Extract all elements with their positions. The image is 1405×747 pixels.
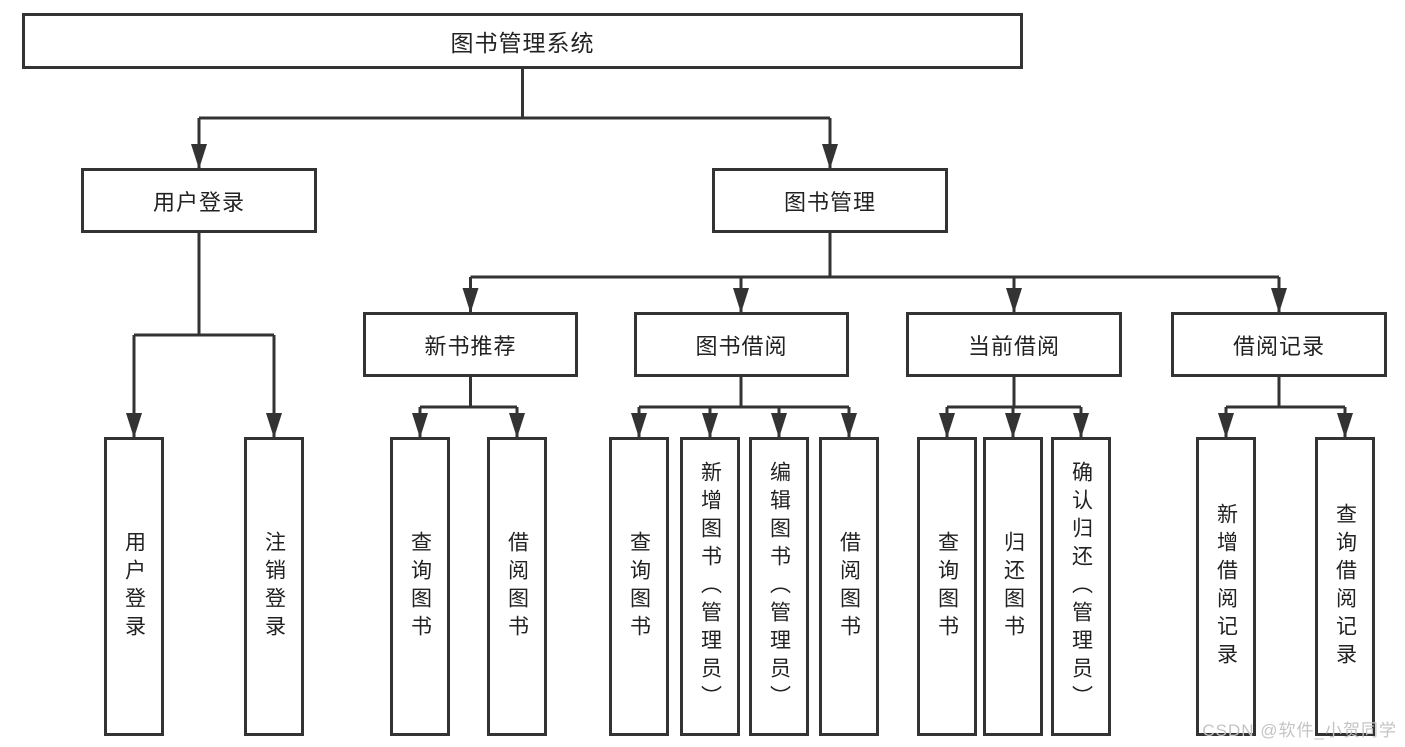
node-borrowing-records: 借阅记录 — [1171, 312, 1387, 377]
leaf-label: 查询借阅记录 — [1333, 502, 1357, 671]
leaf-records-add-record: 新增借阅记录 — [1196, 437, 1256, 736]
node-label: 用户登录 — [152, 189, 245, 215]
node-book-borrowing: 图书借阅 — [634, 312, 849, 377]
node-label: 图书借阅 — [695, 333, 788, 359]
leaf-newbook-borrow-books: 借阅图书 — [487, 437, 547, 736]
leaf-borrow-query-books: 查询图书 — [609, 437, 669, 736]
leaf-label: 查询图书 — [627, 530, 651, 643]
node-book-management: 图书管理 — [712, 168, 948, 233]
csdn-watermark: CSDN @软件_小贺同学 — [1202, 721, 1397, 740]
leaf-label: 查询图书 — [408, 530, 432, 643]
leaf-label: 归还图书 — [1001, 530, 1025, 643]
node-label: 图书管理系统 — [450, 30, 595, 56]
node-label: 借阅记录 — [1232, 333, 1325, 359]
leaf-borrow-borrow-books: 借阅图书 — [819, 437, 879, 736]
leaf-current-confirm-return-admin: 确认归还（管理员） — [1051, 437, 1111, 736]
leaf-label: 借阅图书 — [505, 530, 529, 643]
leaf-label: 用户登录 — [122, 530, 146, 643]
node-new-book-recommend: 新书推荐 — [363, 312, 578, 377]
node-label: 图书管理 — [783, 189, 876, 215]
leaf-label: 查询图书 — [935, 530, 959, 643]
leaf-current-query-books: 查询图书 — [917, 437, 977, 736]
leaf-borrow-add-books-admin: 新增图书（管理员） — [680, 437, 740, 736]
node-label: 当前借阅 — [967, 333, 1060, 359]
leaf-label: 新增借阅记录 — [1214, 502, 1238, 671]
node-user-login: 用户登录 — [81, 168, 317, 233]
leaf-newbook-query-books: 查询图书 — [390, 437, 450, 736]
leaf-label: 借阅图书 — [837, 530, 861, 643]
leaf-current-return-books: 归还图书 — [983, 437, 1043, 736]
leaf-logout: 注销登录 — [244, 437, 304, 736]
leaf-user-login: 用户登录 — [104, 437, 164, 736]
node-current-borrowing: 当前借阅 — [906, 312, 1122, 377]
leaf-label: 确认归还（管理员） — [1069, 460, 1093, 713]
node-library-management-system: 图书管理系统 — [22, 13, 1023, 69]
leaf-records-query-record: 查询借阅记录 — [1315, 437, 1375, 736]
leaf-label: 新增图书（管理员） — [698, 460, 722, 713]
leaf-borrow-edit-books-admin: 编辑图书（管理员） — [749, 437, 809, 736]
leaf-label: 注销登录 — [262, 530, 286, 643]
node-label: 新书推荐 — [424, 333, 517, 359]
leaf-label: 编辑图书（管理员） — [767, 460, 791, 713]
